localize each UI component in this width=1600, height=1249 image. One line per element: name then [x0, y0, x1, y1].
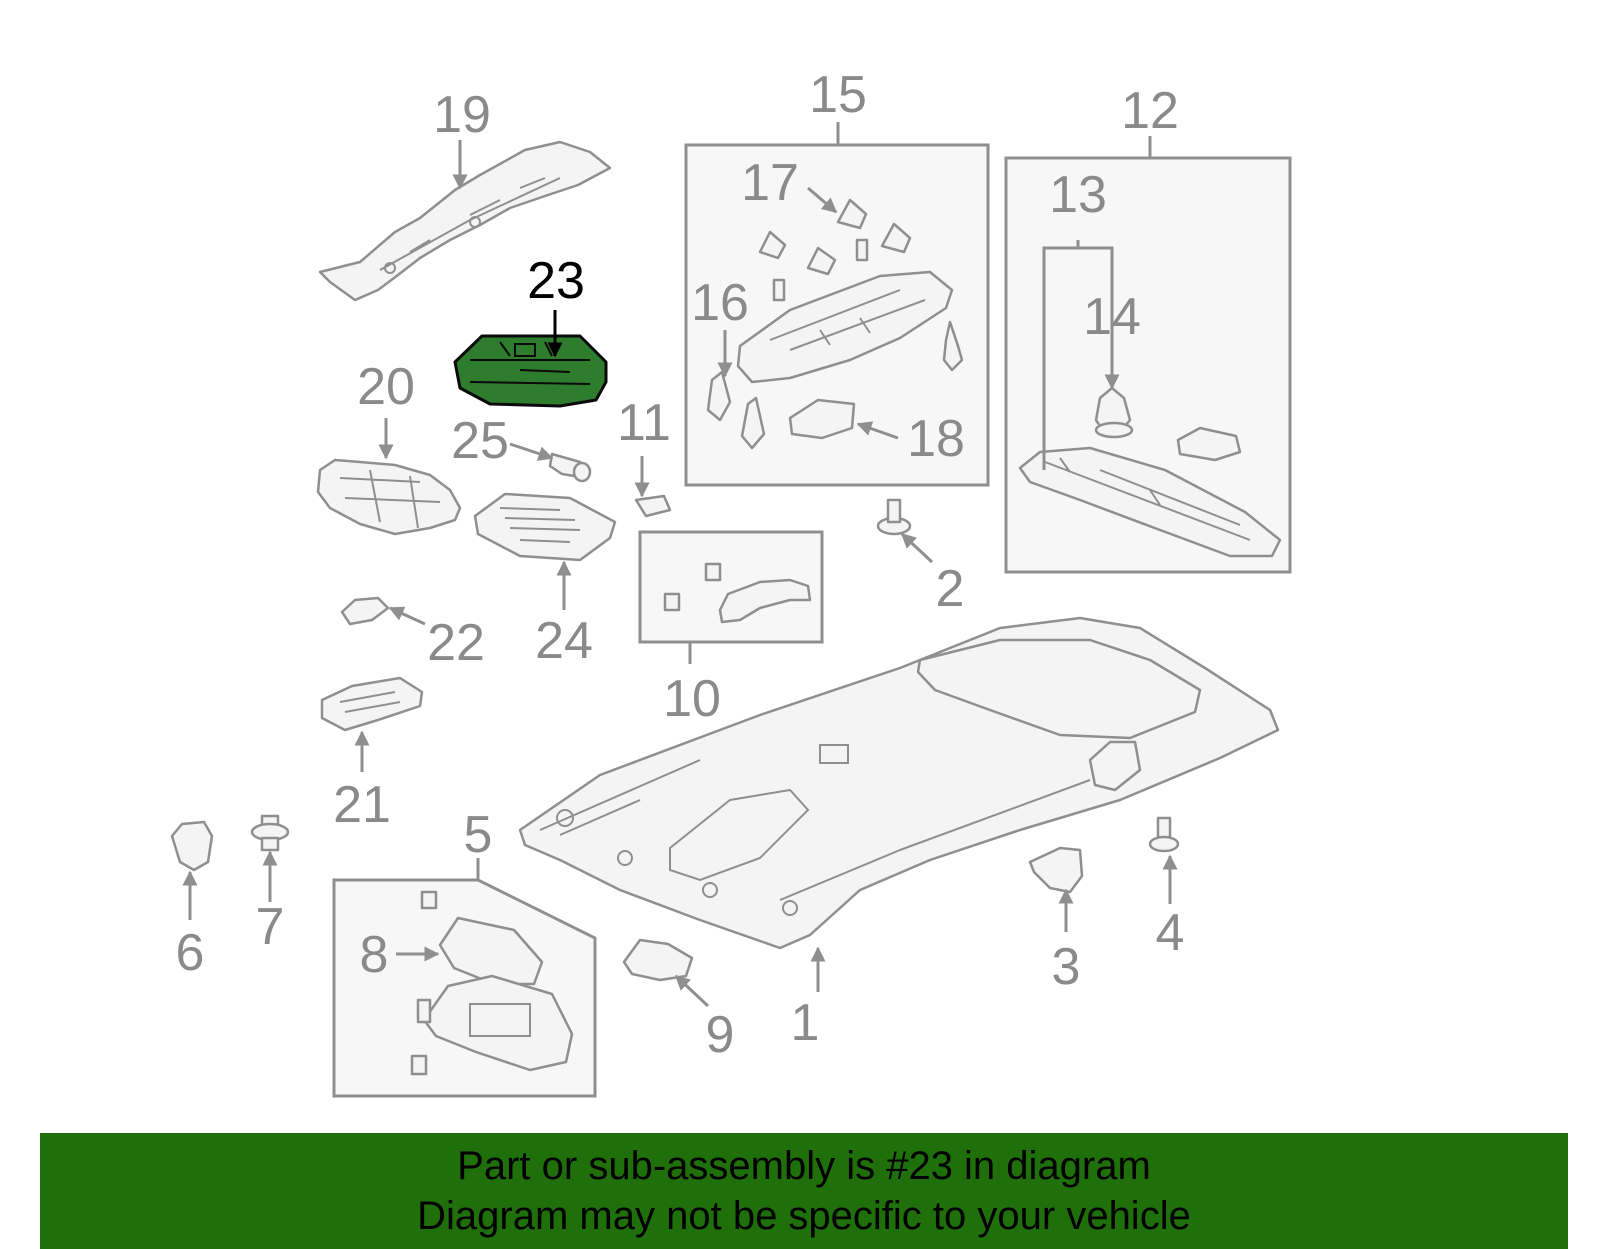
callout-21: 21 — [333, 776, 391, 834]
callout-9: 9 — [706, 1006, 735, 1064]
callout-19: 19 — [433, 86, 491, 144]
part-22-lens — [340, 596, 390, 626]
part-5-sunvisor-assembly — [410, 890, 574, 1076]
part-1-headliner — [518, 616, 1280, 950]
callout-10: 10 — [663, 670, 721, 728]
part-3-cover — [1028, 846, 1084, 894]
part-19-roof-panel — [318, 140, 612, 302]
callout-15: 15 — [809, 66, 867, 124]
callout-17: 17 — [741, 154, 799, 212]
info-banner: Part or sub-assembly is #23 in diagram D… — [40, 1133, 1568, 1249]
callout-23: 23 — [527, 252, 585, 310]
banner-line-2: Diagram may not be specific to your vehi… — [417, 1194, 1191, 1238]
callout-3: 3 — [1052, 938, 1081, 996]
callout-11: 11 — [617, 394, 671, 452]
part-12-trim-assembly — [1018, 386, 1282, 558]
callout-7: 7 — [256, 898, 285, 956]
part-23-dome-lamp — [453, 334, 608, 408]
callout-14: 14 — [1083, 288, 1141, 346]
part-9-holder — [622, 938, 694, 982]
banner-line-1: Part or sub-assembly is #23 in diagram — [457, 1144, 1151, 1188]
callout-12: 12 — [1121, 82, 1179, 140]
part-24-lens — [473, 492, 617, 562]
callout-2: 2 — [936, 560, 965, 618]
part-4-clip — [1148, 816, 1180, 853]
part-2-clip — [876, 498, 912, 536]
part-20-map-lamp — [316, 458, 462, 536]
part-6-hook — [170, 820, 214, 872]
callout-4: 4 — [1156, 904, 1185, 962]
callout-25: 25 — [451, 412, 509, 470]
part-7-clip — [250, 814, 290, 852]
callout-22: 22 — [427, 614, 485, 672]
callout-5: 5 — [464, 806, 493, 864]
part-11-clip — [634, 494, 672, 518]
callout-1: 1 — [791, 994, 820, 1052]
callout-24: 24 — [535, 612, 593, 670]
callout-6: 6 — [176, 924, 205, 982]
part-10-grab-handle — [663, 562, 812, 624]
part-21-bracket — [320, 676, 424, 732]
callout-16: 16 — [691, 274, 749, 332]
callout-20: 20 — [357, 358, 415, 416]
part-15-console-assembly — [706, 198, 964, 450]
callout-13: 13 — [1049, 166, 1107, 224]
part-25-bulb — [548, 452, 592, 483]
callout-8: 8 — [360, 926, 389, 984]
callout-18: 18 — [907, 410, 965, 468]
